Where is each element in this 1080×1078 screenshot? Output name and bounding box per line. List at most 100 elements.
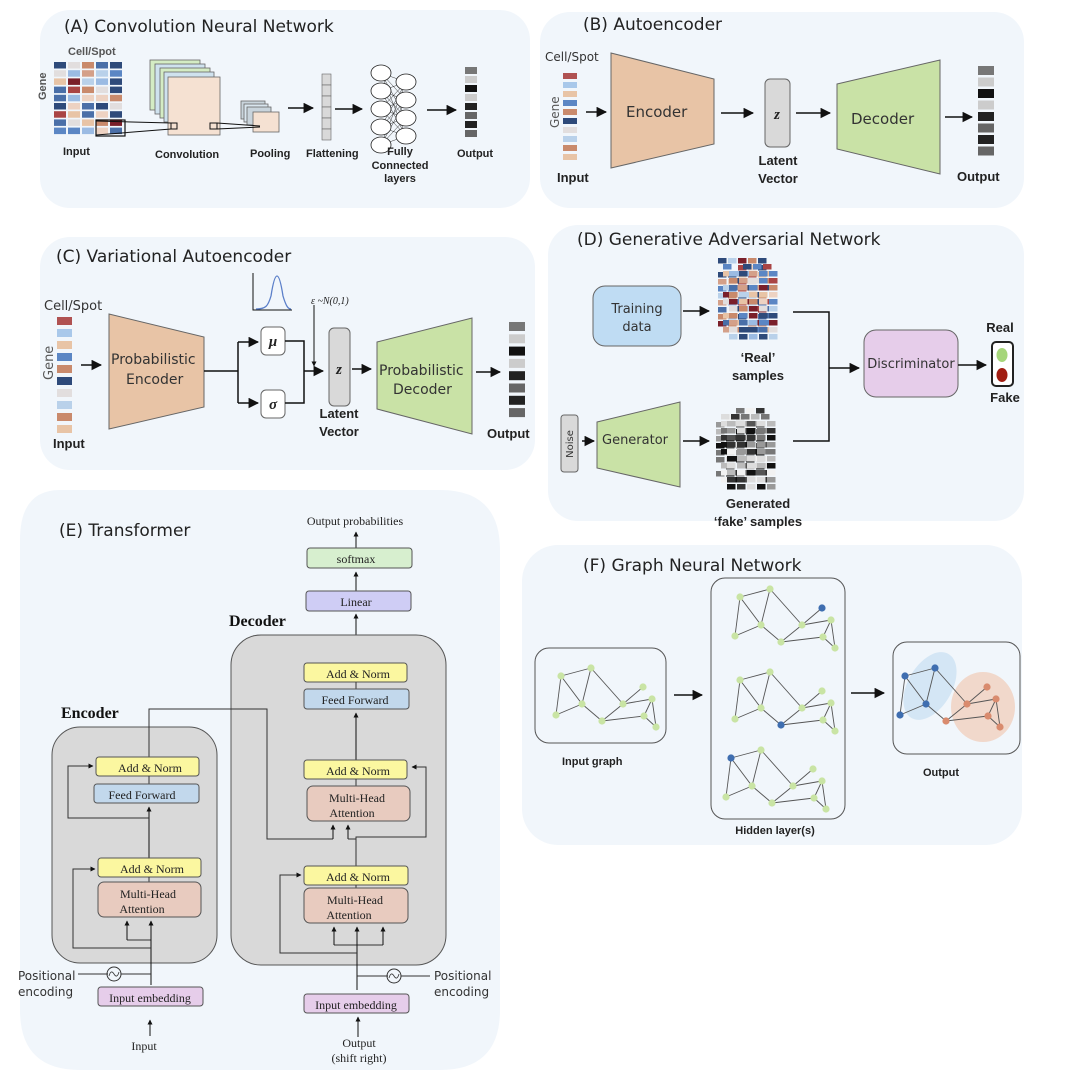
panel-gan: (D) Generative Adversarial Network Train… (548, 225, 1024, 529)
sample-cell (716, 457, 725, 463)
vector-cell (509, 383, 525, 393)
vector-cell (563, 82, 577, 88)
sample-cell (736, 408, 745, 414)
vector-cell (509, 371, 525, 381)
vector-cell (509, 395, 525, 405)
graph-edge (945, 703, 968, 722)
graph-node (809, 765, 817, 773)
heatmap-cell (54, 111, 66, 118)
graph-edge (966, 698, 997, 705)
graph-edge (760, 624, 782, 643)
cnn-label-flattening: Flattening (306, 148, 359, 160)
tf-dec-input-embedding-label: Input embedding (315, 998, 397, 1012)
graph-edge (560, 667, 592, 677)
tf-enc-addnorm-2-label: Add & Norm (118, 761, 183, 775)
gan-training-data-box (592, 285, 682, 347)
cnn-axis-col: Cell/Spot (68, 46, 116, 58)
sample-cell (721, 428, 730, 434)
graph-edge (730, 757, 753, 787)
graph-edge (771, 797, 815, 804)
sample-cell (727, 463, 736, 469)
panel-cnn-title: (A) Convolution Neural Network (64, 17, 334, 37)
sample-cell (739, 327, 748, 333)
sample-cell (738, 258, 747, 264)
vae-axis-row: Gene (42, 346, 57, 380)
sample-cell (757, 428, 766, 434)
sample-cell (721, 442, 730, 448)
gnn-hidden-label: Hidden layer(s) (735, 825, 815, 837)
tf-dec-cross-attention-label-2: Attention (329, 806, 374, 820)
sample-cell (723, 264, 732, 270)
tf-enc-self-attention-label-1: Multi-Head (120, 887, 176, 901)
vae-encoder-label-1: Probabilistic (111, 352, 196, 368)
graph-edge (734, 596, 741, 637)
graph-edge (601, 703, 624, 722)
sample-cell (767, 428, 776, 434)
heatmap-cell (68, 111, 80, 118)
sample-cell (757, 456, 766, 462)
tf-softmax-label: softmax (337, 552, 376, 566)
sample-cell (737, 449, 746, 455)
graph-node (831, 727, 839, 735)
vector-cell (563, 109, 577, 115)
vae-output-vector (509, 322, 525, 418)
gan-real-label-1: ‘Real’ (741, 350, 776, 365)
vae-encoder-label-2: Encoder (126, 372, 183, 388)
graph-edge (760, 588, 771, 626)
heatmap-cell (82, 70, 94, 77)
sample-cell (739, 334, 748, 340)
heatmap-cell (54, 70, 66, 77)
tf-dec-addnorm-2-label: Add & Norm (326, 764, 391, 778)
vector-cell (563, 118, 577, 124)
graph-node (819, 716, 827, 724)
vector-cell (978, 123, 994, 133)
cnn-label-fc-2: Connected (372, 160, 429, 172)
graph-edge (771, 785, 794, 804)
fc-node (370, 64, 392, 82)
sample-cell (759, 299, 768, 305)
sample-cell (767, 456, 776, 462)
graph-edge (899, 703, 927, 716)
graph-edge (760, 749, 794, 787)
graph-edge (734, 707, 762, 720)
tf-dec-cross-attention-label-1: Multi-Head (329, 791, 385, 805)
sample-cell (767, 463, 776, 469)
fc-node (370, 136, 392, 154)
graph-edge (739, 588, 771, 598)
graph-node (757, 621, 765, 629)
sample-cell (769, 334, 778, 340)
heatmap-cell (82, 127, 94, 135)
sample-cell (718, 314, 727, 320)
sample-cell (757, 442, 766, 448)
vector-cell (978, 112, 994, 121)
graph-node (996, 723, 1004, 731)
graph-edge (622, 686, 644, 705)
graph-edge (904, 667, 936, 677)
vector-cell (978, 135, 994, 144)
tf-enc-positional-label-1: Positional (18, 969, 75, 983)
vector-cell (465, 94, 477, 101)
graph-edge (760, 707, 782, 726)
heatmap-cell (54, 78, 66, 85)
sample-cell (767, 442, 776, 448)
sample-cell (737, 463, 746, 469)
vae-input-label: Input (53, 436, 85, 451)
sample-cell (763, 264, 772, 270)
graph-edge (760, 671, 771, 709)
panel-vae: (C) Variational Autoencoder Cell/Spot Ge… (40, 237, 535, 470)
graph-node (578, 700, 586, 708)
sample-cell (738, 265, 747, 271)
sample-cell (737, 421, 746, 427)
gan-training-label-1: Training (610, 302, 662, 317)
vae-epsilon: ε ~N(0,1) (311, 296, 349, 307)
gnn-cluster-orange (951, 672, 1015, 742)
sample-cell (737, 484, 746, 490)
sample-cell (729, 299, 738, 305)
sample-cell (757, 449, 766, 455)
graph-node (777, 721, 785, 729)
graph-node (822, 805, 830, 813)
ae-decoder-label: Decoder (851, 110, 915, 128)
cnn-label-input: Input (63, 146, 90, 158)
graph-node (766, 668, 774, 676)
